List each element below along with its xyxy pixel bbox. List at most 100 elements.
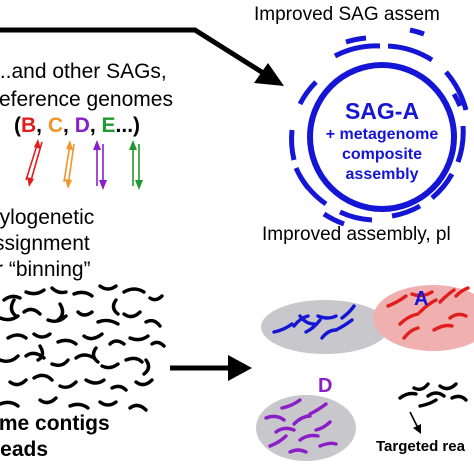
ring-fragments	[289, 27, 469, 227]
genome-letter: ,	[36, 114, 48, 137]
read-fragment	[98, 284, 118, 291]
arrow-pair-d	[93, 140, 107, 190]
read-fragment	[438, 288, 456, 304]
reference-genomes-text: reference genomes	[0, 88, 173, 111]
unbinned-reads-left	[0, 284, 166, 412]
read-fragment	[110, 384, 128, 392]
read-fragment	[56, 338, 78, 346]
read-fragment	[9, 298, 18, 318]
read-fragment	[438, 382, 458, 391]
read-fragment	[74, 353, 96, 360]
read-fragment	[128, 403, 148, 412]
genome-letter: D	[74, 114, 90, 137]
genome-letter: ,	[63, 114, 75, 137]
read-fragment	[268, 434, 288, 448]
read-fragment	[410, 290, 434, 298]
read-fragment	[264, 414, 286, 422]
bin-d-label: D	[318, 375, 333, 397]
genome-letter: B	[21, 114, 37, 137]
read-fragment	[142, 358, 151, 376]
read-fragment	[96, 318, 120, 326]
read-fragment	[150, 340, 166, 348]
arrow-pair-c	[63, 140, 75, 189]
read-fragment	[402, 326, 420, 340]
read-fragment	[274, 426, 296, 434]
read-fragment	[38, 396, 58, 405]
bin-d-reads	[264, 398, 338, 454]
read-fragment	[124, 356, 144, 364]
sag-title: SAG-A	[344, 98, 420, 124]
genome-letter: E	[101, 114, 116, 137]
read-fragment	[91, 346, 100, 364]
read-fragment	[318, 441, 338, 448]
read-fragment	[272, 322, 294, 334]
header-title: Improved SAG assem	[254, 4, 440, 25]
read-fragment	[148, 294, 164, 302]
read-fragment	[292, 414, 312, 426]
read-fragment	[32, 332, 52, 339]
contigs-text: ome contigs	[0, 412, 110, 435]
bottom-right-title: Improved assembly, pl	[262, 224, 451, 245]
read-fragment	[72, 290, 94, 298]
sag-ring	[289, 27, 469, 227]
bidirectional-arrows	[25, 139, 143, 190]
read-fragment	[68, 402, 90, 410]
read-fragment	[8, 378, 28, 387]
genome-letters: (B, C, D, E...)	[14, 114, 140, 138]
read-fragment	[76, 310, 94, 317]
read-fragment	[111, 298, 120, 316]
sag-line-1: + metagenome	[325, 126, 439, 143]
read-fragment	[334, 318, 354, 332]
targeted-arrow	[409, 411, 421, 434]
read-fragment	[288, 448, 308, 454]
bin-red-reads	[386, 286, 470, 340]
read-fragment	[50, 286, 68, 295]
sag-line-3: assembly	[345, 166, 419, 183]
sag-ring-circle	[307, 62, 457, 212]
read-fragment	[418, 298, 438, 314]
genome-letter: ...)	[115, 114, 141, 137]
genome-letter: C	[47, 114, 64, 137]
read-fragment	[292, 314, 310, 328]
genome-letter: ,	[89, 114, 102, 137]
read-fragment	[398, 391, 418, 400]
read-fragment	[58, 380, 78, 390]
read-fragment	[304, 318, 322, 334]
read-fragment	[432, 323, 454, 332]
read-fragment	[308, 402, 328, 416]
read-fragment	[24, 288, 46, 296]
arrow-pair-b	[25, 139, 43, 187]
read-fragment	[98, 400, 118, 407]
read-fragment	[454, 286, 470, 298]
read-fragment	[32, 373, 54, 382]
read-fragment	[128, 334, 150, 342]
read-fragment	[298, 433, 320, 442]
read-fragment	[144, 318, 162, 328]
read-fragment	[316, 314, 338, 320]
read-fragment	[386, 294, 408, 308]
sag-line-2: composite	[341, 146, 422, 163]
read-fragment	[100, 362, 120, 370]
read-fragment	[280, 398, 302, 410]
read-fragment	[108, 339, 126, 346]
targeted-reads	[398, 382, 468, 408]
read-fragment	[56, 302, 65, 322]
arrow-pair-e	[129, 140, 143, 190]
read-fragment	[36, 344, 45, 362]
read-fragment	[398, 312, 420, 326]
read-fragment	[340, 304, 356, 320]
top-arrow	[0, 27, 284, 86]
targeted-reads-text: Targeted rea	[376, 438, 465, 455]
read-fragment	[448, 312, 468, 320]
phylo-line-3: r “binning”	[0, 258, 91, 281]
read-fragment	[82, 332, 104, 341]
bin-a-label: A	[414, 288, 429, 310]
phylo-line-2: ssignment	[0, 232, 90, 255]
read-fragment	[2, 294, 22, 302]
read-fragment	[50, 358, 70, 368]
read-fragment	[418, 398, 438, 408]
read-fragment	[450, 394, 468, 402]
read-fragment	[412, 382, 430, 392]
read-fragment	[314, 420, 332, 432]
